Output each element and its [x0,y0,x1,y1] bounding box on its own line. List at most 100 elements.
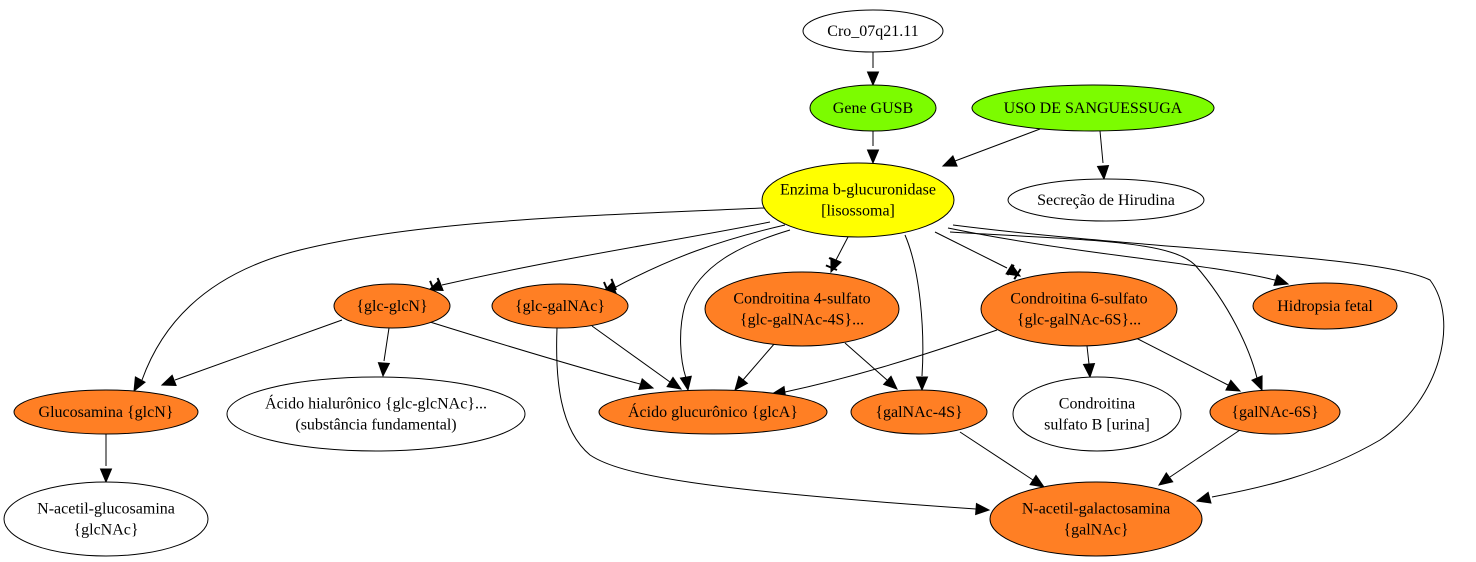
node-label-cro: Cro_07q21.11 [827,23,918,40]
edge-line-sangue-enzima [954,128,1041,162]
edge-line-glcgalnac-glcA [591,325,671,383]
arrowhead [882,375,898,390]
edge-enzima-cond4 [825,236,849,274]
node-label-condB: Condroitina [1059,396,1135,413]
node-label-enzima: [lisossoma] [821,203,895,220]
node-nacgal[interactable]: N-acetil-galactosamina {galNAc} [989,481,1203,557]
edge-line-enzima-hidropsia [947,227,1276,281]
arrowhead [941,155,958,167]
edge-enzima-cond6 [934,231,1022,280]
node-shape-nacglc [3,481,209,557]
arrowhead [160,374,177,386]
edge-line-galnac6s-nacgal [1169,429,1241,478]
node-shape-hidropsia [1252,282,1398,330]
edge-enzima-glucosamina [133,207,765,393]
edge-line-enzima-glcA [680,229,791,379]
node-label-nacgal: N-acetil-galactosamina [1022,501,1170,518]
node-shape-condB [1012,376,1182,452]
inhibition-tick [825,264,838,271]
arrowhead [915,376,929,392]
node-label-cond4: Condroitina 4-sulfato [733,291,870,308]
edge-line-cond4-galnac4s [844,342,888,381]
edge-sangue-enzima [941,128,1041,167]
node-gusb[interactable]: Gene GUSB [809,84,937,132]
arrowhead [1096,165,1110,181]
arrowhead [1251,375,1263,392]
arrowhead [638,378,655,391]
edge-cond6-galnac6s [1135,337,1242,392]
node-label-glcA: Ácido glucurônico {glcA} [628,402,798,421]
node-label-condB: sulfato B [urina] [1044,417,1150,434]
node-label-galnac4s: {galNAc-4S} [875,404,962,421]
node-sangue[interactable]: USO DE SANGUESSUGA [971,84,1215,132]
node-shape-nacgal [989,481,1203,557]
edge-cond4-galnac4s [844,342,898,390]
node-nacglc[interactable]: N-acetil-glucosamina {glcNAc} [3,481,209,557]
edge-line-glcgalnac-nacgal [556,327,977,510]
arrowhead [1029,474,1046,488]
node-label-enzima: Enzima b-glucuronidase [780,182,936,199]
edge-cond4-glcA [734,342,776,392]
node-shape-galnac4s [850,389,988,435]
edge-glcgalnac-glcA [591,325,683,390]
node-label-hirudina: Secreção de Hirudina [1037,192,1175,209]
node-label-hidropsia: Hidropsia fetal [1277,298,1373,315]
node-shape-sangue [971,84,1215,132]
node-glcglcn[interactable]: {glc-glcN} [333,283,451,329]
edge-enzima-hidropsia [947,227,1290,287]
node-label-hialuronico: Ácido hialurônico {glc-glcNAc}... [265,394,487,413]
arrowhead [1273,274,1290,287]
node-label-cond4: {glc-galNAc-4S}... [740,312,864,329]
edges-layer [99,52,1445,516]
arrowhead [1157,472,1174,486]
node-cro[interactable]: Cro_07q21.11 [802,9,944,53]
node-galnac4s[interactable]: {galNAc-4S} [850,389,988,435]
edge-enzima-nacgal [952,224,1445,504]
node-label-nacglc: {glcNAc} [73,522,138,539]
node-label-glcgalnac: {glc-galNAc} [515,298,605,315]
node-glcA[interactable]: Ácido glucurônico {glcA} [598,389,828,435]
node-hidropsia[interactable]: Hidropsia fetal [1252,282,1398,330]
arrowhead [866,71,880,87]
inhibition-tick [610,278,617,291]
edge-line-glcglcn-glcA [429,321,641,385]
node-shape-glucosamina [13,389,199,435]
edge-glcglcn-glucosamina [160,319,343,386]
node-hirudina[interactable]: Secreção de Hirudina [1007,178,1205,222]
edge-line-enzima-cond6 [934,231,1008,269]
edge-sangue-hirudina [1096,130,1110,181]
node-shape-glcgalnac [491,283,629,329]
node-galnac6s[interactable]: {galNAc-6S} [1209,389,1341,435]
node-glucosamina[interactable]: Glucosamina {glcN} [13,389,199,435]
node-shape-galnac6s [1209,389,1341,435]
arrowhead [99,468,113,484]
inhibition-tick [436,277,443,290]
edge-line-sangue-hirudina [1099,130,1104,164]
edge-galnac6s-nacgal [1157,429,1241,486]
node-cond6[interactable]: Condroitina 6-sulfato{glc-galNAc-6S}... [980,271,1178,347]
node-label-hialuronico: (substância fundamental) [295,417,456,434]
node-enzima[interactable]: Enzima b-glucuronidase [lisossoma] [761,162,955,238]
edge-glcglcn-glcA [429,321,655,391]
edge-cro-gusb [866,52,880,87]
node-label-glcglcn: {glc-glcN} [356,298,427,315]
edge-line-enzima-cond4 [835,236,849,261]
node-condB[interactable]: Condroitina sulfato B [urina] [1012,376,1182,452]
node-hialuronico[interactable]: Ácido hialurônico {glc-glcNAc}... (substâ… [226,376,526,452]
arrowhead [1225,379,1242,392]
edge-line-cond4-glcA [742,342,776,381]
node-glcgalnac[interactable]: {glc-galNAc} [491,283,629,329]
edge-galnac4s-nacgal [959,431,1046,488]
edge-line-enzima-glcgalnac [613,224,786,289]
arrowhead [666,376,683,390]
node-label-nacgal: {galNAc} [1063,522,1128,539]
node-label-cond6: {glc-galNAc-6S}... [1017,312,1141,329]
node-label-gusb: Gene GUSB [833,100,913,117]
node-cond4[interactable]: Condroitina 4-sulfato {glc-galNAc-4S}... [704,271,900,347]
node-label-nacglc: N-acetil-glucosamina [37,501,175,518]
node-shape-cond6 [980,271,1178,347]
edge-line-cond6-condB [1086,345,1090,365]
edge-line-enzima-galnac4s [904,234,924,377]
